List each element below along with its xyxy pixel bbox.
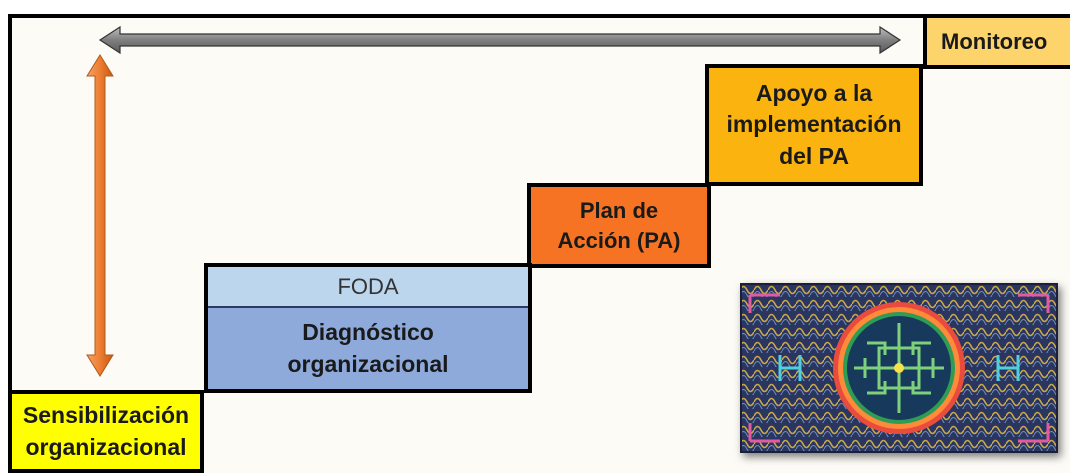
step-plan-label: Plan de Acción (PA) [557,197,681,253]
diagnostico-label: Diagnóstico organizacional [287,319,449,377]
step-sensibilizacion: Sensibilización organizacional [8,390,204,473]
shipibo-textile-pattern-image [740,283,1058,453]
vertical-double-arrow [86,54,114,377]
diagnostico-box: Diagnóstico organizacional [208,308,528,389]
step-diagnostico: FODA Diagnóstico organizacional [204,263,532,393]
horizontal-double-arrow [98,25,902,55]
step-plan-accion: Plan de Acción (PA) [527,183,711,268]
sensibilizacion-label: Sensibilización organizacional [22,402,190,460]
step-monitoreo: Monitoreo [923,14,1070,69]
step-apoyo-label: Apoyo a la implementación del PA [726,80,902,169]
step-monitoreo-label: Monitoreo [941,28,1048,54]
step-apoyo-implementacion: Apoyo a la implementación del PA [705,64,923,186]
foda-label: FODA [208,267,528,308]
